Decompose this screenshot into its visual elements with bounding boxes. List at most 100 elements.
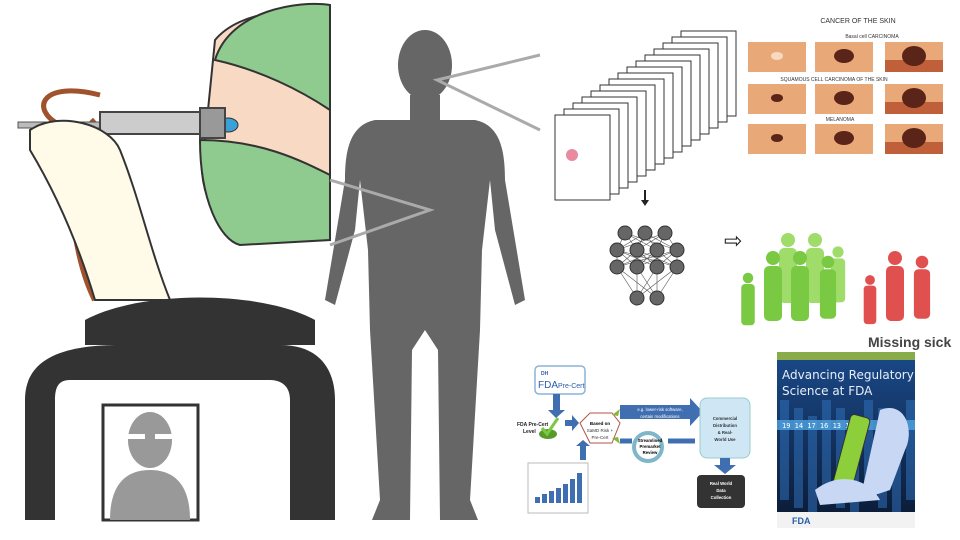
person-body [791,266,809,321]
nn-node [629,290,645,306]
review-label: Streamlined [638,438,663,443]
nn-node [637,225,653,241]
nn-node [649,242,665,258]
human-silhouette [325,30,525,520]
lesion [771,94,783,102]
lesion [834,131,854,145]
nn-node [629,259,645,275]
person-body [819,269,837,319]
person-icon [821,255,835,269]
precert-level-label: Level [523,429,536,435]
head-scanner-illustration [25,297,335,522]
review-label: Review [643,450,658,455]
person-icon [915,255,929,269]
commercial-label: & Real- [718,430,733,435]
nn-node [649,290,665,306]
cover-numbers: 19 14 17 16 13 1 [782,422,849,430]
neural-network-icon [609,225,685,306]
rwd-label: Collection [711,495,732,500]
commercial-label: Distribution [713,423,737,428]
nn-edge [636,266,678,299]
nn-edge [616,249,678,268]
image-frame [554,114,611,201]
down-arrow-icon [641,190,649,206]
nn-node [609,259,625,275]
hexagon-label: Based on [590,421,611,426]
fda-logo-dh: DH [541,371,549,377]
lesion [902,128,926,148]
nn-node [629,242,645,258]
hexagon-label: SaMD Risk + [587,428,614,433]
commercial-label: World Use [714,437,736,442]
lesion [902,46,926,66]
nn-node [617,225,633,241]
fda-report-cover: 19 14 17 16 13 1 Advancing Regulatory Sc… [777,352,915,528]
lower-risk-label: certain modifications [640,414,679,419]
thumbnail-bar [549,491,554,503]
dna-band [808,416,817,516]
person-icon [742,272,754,284]
endoscopy-illustration [17,2,331,302]
population-sick-red [863,251,931,325]
skin-panel-title: CANCER OF THE SKIN [820,18,895,25]
dna-band [822,400,831,500]
person-body [886,266,904,321]
person-icon [808,233,822,247]
thumbnail-bar [535,497,540,503]
nn-edge [616,232,666,251]
lower-risk-label: e.g. lower-risk software, [637,407,682,412]
missing-sick-caption: Missing sick [868,334,951,350]
lesion [771,134,783,142]
population-healthy-green [741,233,846,326]
person-icon [865,275,875,285]
nn-node [657,225,673,241]
fda-logo-sub: Pre-Cert [558,383,585,390]
fda-footer-logo: FDA [792,516,811,526]
skin-row-label: MELANOMA [826,117,855,123]
commercial-label: Commercial [713,416,738,421]
dna-band [794,408,803,508]
person-icon [793,251,807,265]
person-body [806,248,824,303]
lesion [902,88,926,108]
fda-precert-flow: DH FDA Pre-Cert FDA Pre-Cert Level Based… [517,365,751,514]
fda-logo-main: FDA [538,380,558,391]
review-label: Premarket [639,444,661,449]
thumbnail-bar [563,484,568,503]
nn-node [669,259,685,275]
skin-row-label: Basal cell CARCINOMA [845,34,899,40]
person-icon [781,233,795,247]
person-body [863,285,877,325]
person-icon [832,246,844,258]
dna-band [906,400,915,500]
image-frame-stack [554,30,737,201]
rwd-label: Real World [710,481,733,486]
lesion [834,91,854,105]
thumbnail-bar [542,494,547,503]
person-body [764,266,782,321]
dna-band [780,400,789,500]
skin-cancer-panel: CANCER OF THE SKIN Basal cell CARCINOMA … [748,18,943,154]
nn-node [669,242,685,258]
hexagon-label: Pre-Cert [591,435,609,440]
thumbnail-bar [577,473,582,503]
person-body [741,284,755,326]
person-icon [888,251,902,265]
dna-band [864,400,873,500]
person-icon [766,251,780,265]
lesion [834,49,854,63]
cover-title: Advancing Regulatory [782,368,914,382]
face-sketch [566,149,578,161]
nn-node [609,242,625,258]
rwd-label: Data [716,488,726,493]
skin-row-label: SQUAMOUS CELL CARCINOMA OF THE SKIN [780,77,888,83]
lesion [771,52,783,60]
nn-node [649,259,665,275]
pointer-line-chest [329,178,435,247]
right-arrow-icon: ⇨ [724,228,742,253]
person-body [913,269,931,319]
pointer-line-face [432,53,541,132]
precert-level-label: FDA Pre-Cert [517,422,549,428]
cover-title: Science at FDA [782,384,873,398]
